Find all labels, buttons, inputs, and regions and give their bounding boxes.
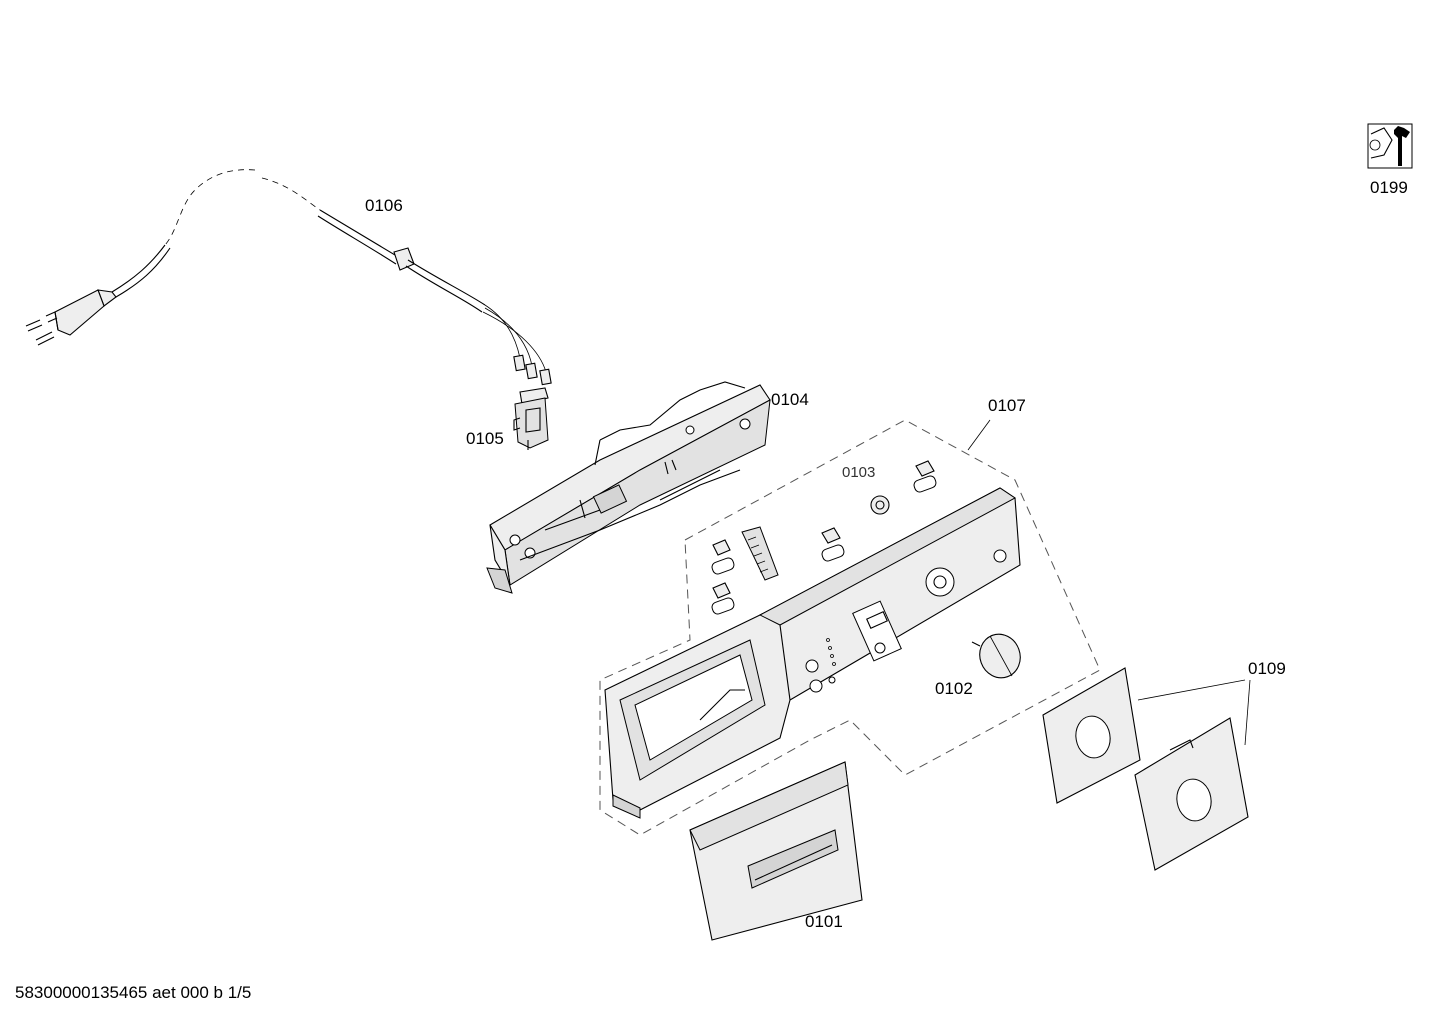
drawer-handle[interactable]: [689, 761, 863, 941]
label-0199: 0199: [1370, 178, 1408, 197]
connector[interactable]: [513, 387, 549, 450]
knob-part[interactable]: [971, 628, 1026, 683]
label-0109: 0109: [1248, 659, 1286, 678]
mains-cable[interactable]: [25, 169, 552, 386]
switch-parts[interactable]: [711, 460, 938, 615]
label-0102: 0102: [935, 679, 973, 698]
leader-0109-a: [1137, 679, 1246, 701]
leader-0109-b: [1244, 679, 1251, 746]
label-0104: 0104: [771, 390, 809, 409]
label-0101: 0101: [805, 912, 843, 931]
label-0107: 0107: [988, 396, 1026, 415]
label-0106: 0106: [365, 196, 403, 215]
decor-panel-back[interactable]: [1134, 717, 1249, 871]
label-0105: 0105: [466, 429, 504, 448]
control-module[interactable]: [486, 381, 771, 594]
control-panel-group[interactable]: [599, 419, 1101, 836]
nut-and-wrench-icon[interactable]: [1367, 123, 1413, 169]
button-part[interactable]: [870, 495, 890, 515]
document-footer: 58300000135465 aet 000 b 1/5: [15, 983, 252, 1002]
decor-panel-front[interactable]: [1042, 667, 1141, 804]
label-0103: 0103: [842, 464, 876, 481]
